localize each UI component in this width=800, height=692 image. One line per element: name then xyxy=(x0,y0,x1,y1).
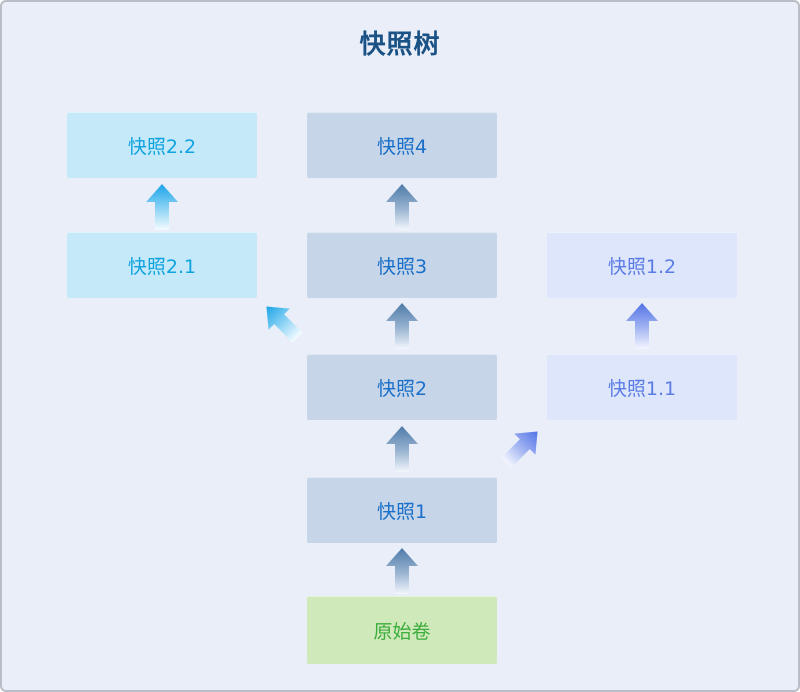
node-snapshot-2-2: 快照2.2 xyxy=(67,112,257,178)
node-snapshot-2: 快照2 xyxy=(307,354,497,420)
arrow-upleft-snapshot2-to-snapshot2-1-icon xyxy=(266,306,303,343)
arrow-up-snapshot2-1-to-snapshot2-2-icon xyxy=(146,184,178,230)
node-snapshot-1-1: 快照1.1 xyxy=(547,354,737,420)
page-title: 快照树 xyxy=(359,30,441,60)
node-snapshot-2-1: 快照2.1 xyxy=(67,232,257,298)
arrow-up-snapshot1-1-to-snapshot1-2-icon xyxy=(626,303,658,349)
node-snapshot-1-2: 快照1.2 xyxy=(547,232,737,298)
arrow-up-snapshot1-to-snapshot2-icon xyxy=(386,426,418,472)
arrow-upright-snapshot1-to-snapshot1-1-icon xyxy=(501,431,538,468)
arrow-up-origin-to-snapshot1-icon xyxy=(386,548,418,594)
node-snapshot-4: 快照4 xyxy=(307,112,497,178)
arrow-up-snapshot2-to-snapshot3-icon xyxy=(386,303,418,349)
node-original-volume: 原始卷 xyxy=(307,596,497,664)
arrow-up-snapshot3-to-snapshot4-icon xyxy=(386,184,418,230)
node-snapshot-3: 快照3 xyxy=(307,232,497,298)
node-snapshot-1: 快照1 xyxy=(307,477,497,543)
